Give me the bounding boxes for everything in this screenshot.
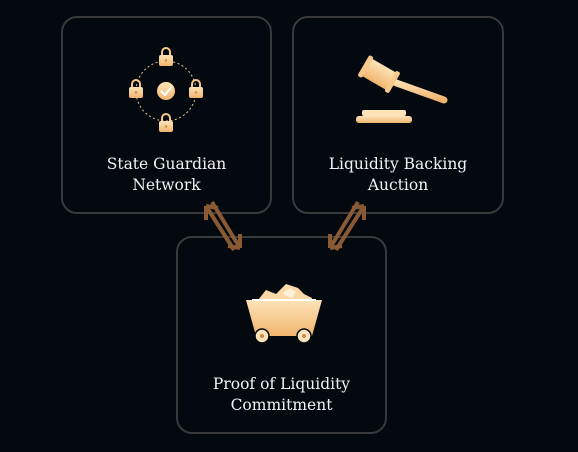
proof-of-liquidity-commitment-label: Proof of Liquidity Commitment xyxy=(212,375,351,414)
state-guardian-network-label: State Guardian Network xyxy=(106,155,227,194)
liquidity-backing-auction-card: Liquidity Backing Auction xyxy=(292,16,504,214)
gavel-icon xyxy=(356,55,448,123)
padlock-ring-checkmark-icon xyxy=(129,47,203,132)
bidirectional-arrow-right xyxy=(328,200,366,252)
mine-cart-icon xyxy=(246,284,322,344)
state-guardian-network-card: State Guardian Network xyxy=(61,16,272,214)
proof-of-liquidity-commitment-card: Proof of Liquidity Commitment xyxy=(176,236,387,434)
liquidity-backing-auction-label: Liquidity Backing Auction xyxy=(328,155,468,194)
bidirectional-arrow-left xyxy=(204,200,242,252)
